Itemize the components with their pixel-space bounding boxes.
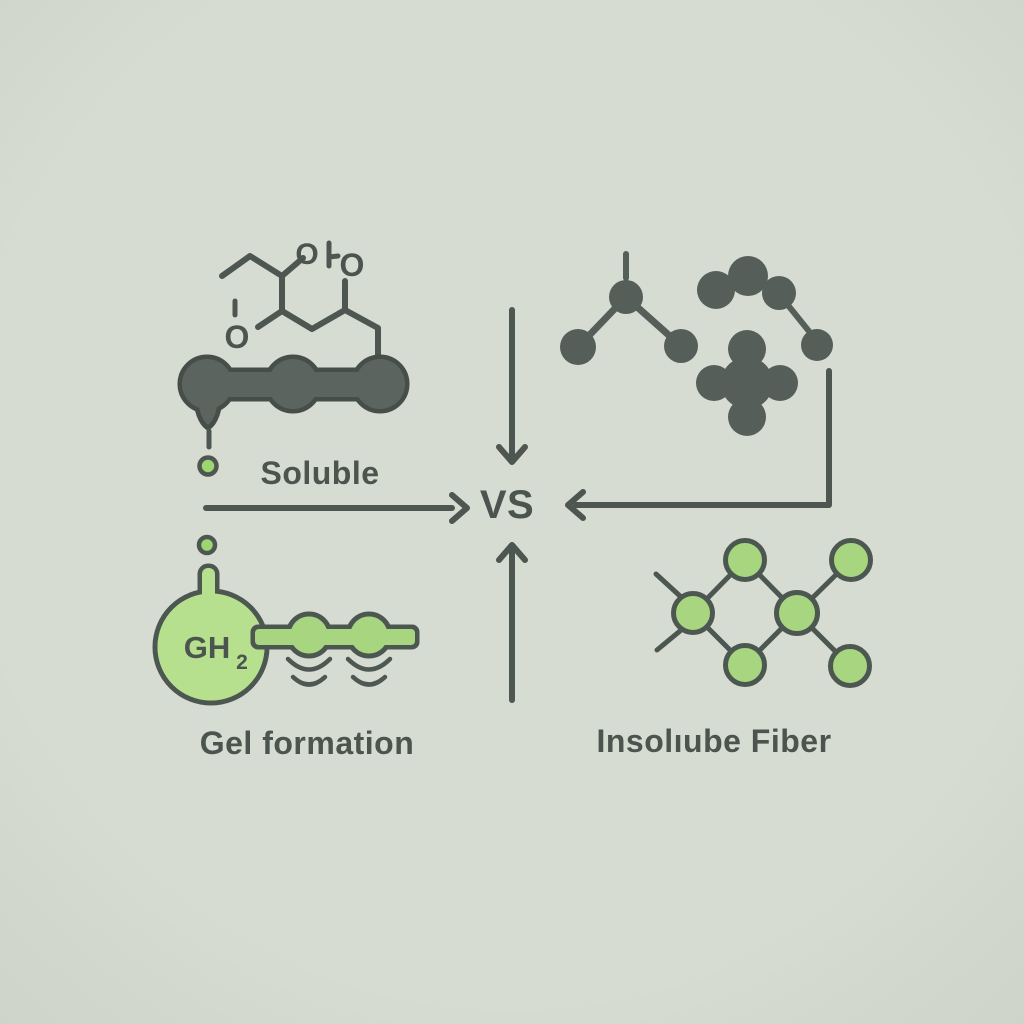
arrow-right-icon [203,492,470,524]
insoluble-fiber-label: Insolıube Fiber [596,723,831,759]
bond-tick-glyph [326,240,341,269]
oxygen-label-top-left: O [295,238,318,271]
oxygen-label-side: O [225,319,250,355]
polymer-branch-line [342,307,381,363]
vs-label: VS [480,483,534,527]
flask-formula-label: GH [184,630,231,665]
gel-bead-chain-icon [250,611,420,659]
flask-formula-subscript: 2 [236,651,248,674]
oxygen-label-top-right: O [340,247,365,283]
soluble-blob-chain-icon [177,354,410,450]
gel-formation-label: Gel formation [200,725,415,761]
bond-to-oxygen-top [279,255,306,279]
soluble-polymer-structure-icon [219,240,381,363]
ripple-lines-icon [285,656,393,687]
insoluble-clover-molecule-icon [696,330,798,436]
gel-droplet-icon-1 [197,455,219,477]
gel-droplet-icon-2 [196,534,218,556]
soluble-label: Soluble [260,455,379,491]
fiber-network-icon [653,538,873,688]
insoluble-molecule-icon [560,251,698,365]
insoluble-blob-cluster-icon [697,256,833,361]
arrow-down-icon [496,307,528,465]
bond-to-oxygen-left [255,308,285,330]
arrow-up-icon [496,542,528,703]
center-arrows [203,307,832,703]
cluster-bond-line [780,296,815,338]
arrow-elbow-left-icon [565,368,832,521]
